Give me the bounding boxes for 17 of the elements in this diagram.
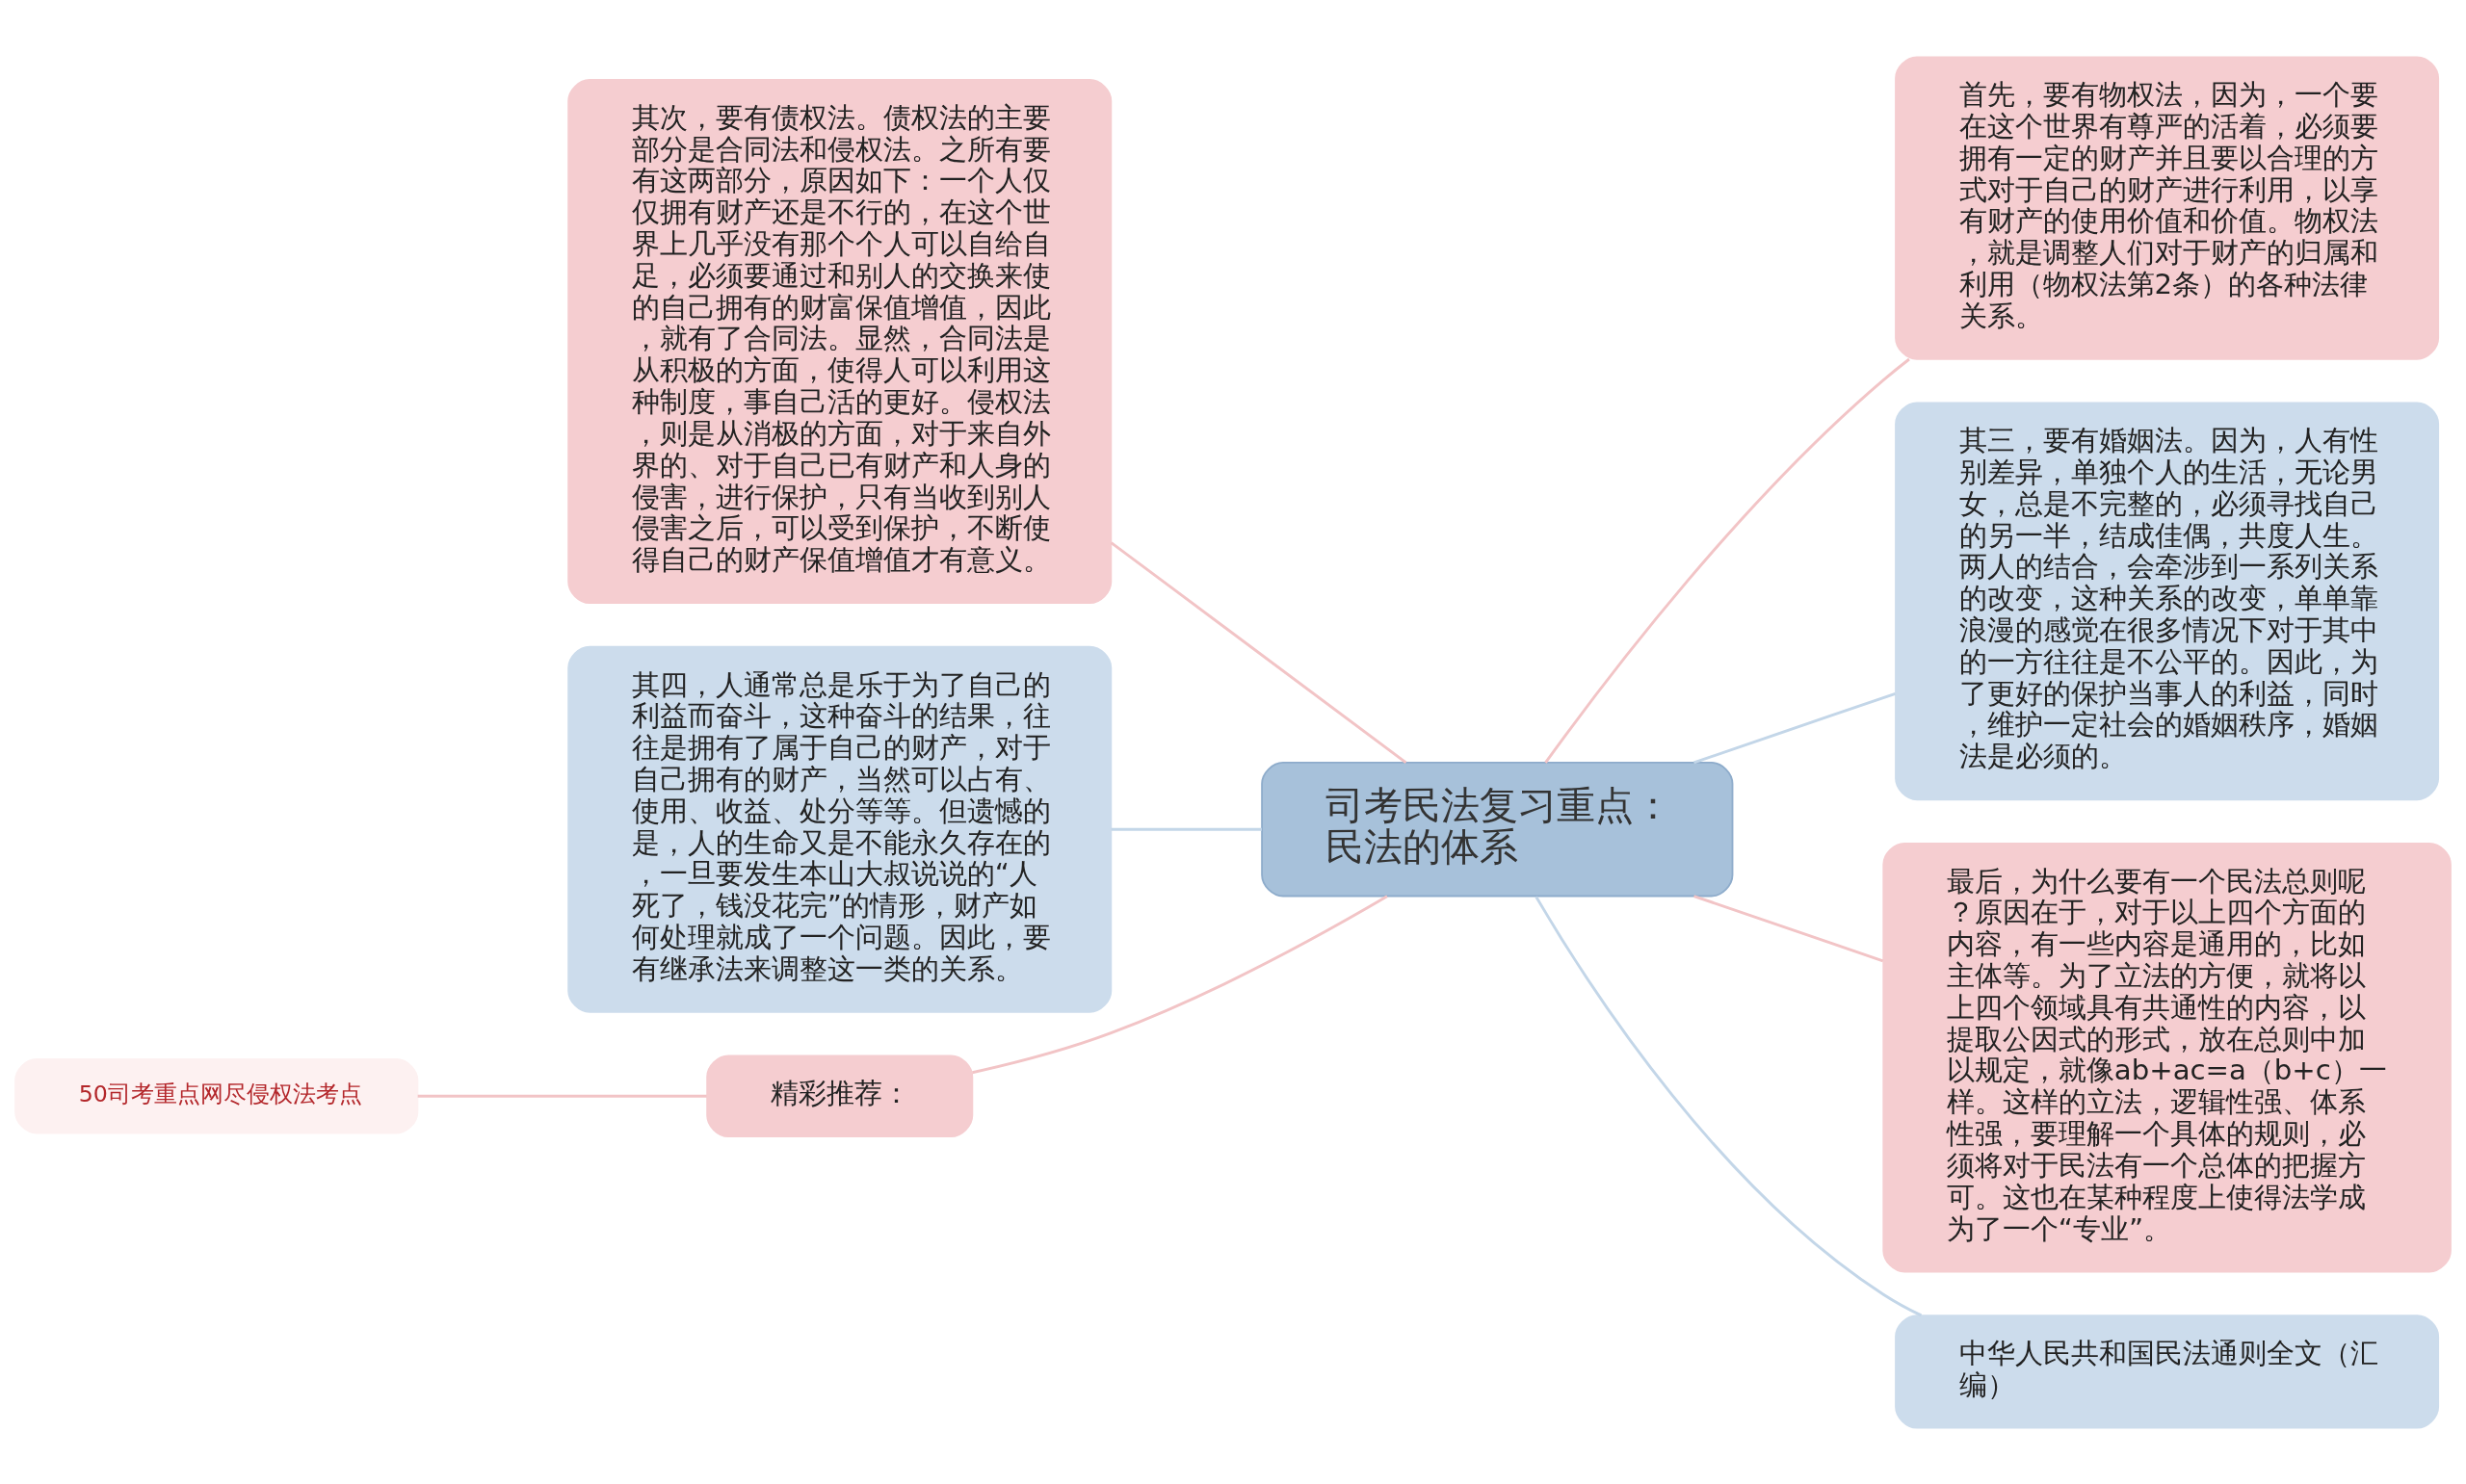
node-box: 司考民法复习重点：民法的体系 [1261,761,1734,897]
connector [1110,540,1407,764]
connector [1693,691,1897,764]
node-box: 中华人民共和国民法通则全文（汇编） [1895,1314,2440,1429]
node-box: 其四，人通常总是乐于为了自己的利益而奋斗，这种奋斗的结果，往往是拥有了属于自己的财产，对于自己拥有的财产，当然可以占有、使用、收益、处分等等。但遗憾的是，人的生命又是不能永久存在的，一旦要发生本山大叔说说的“人死了，钱没花完”的情形，财产如何处理就成了一个问题。因此，要有继承法来调整这一类的关系。 [567,645,1113,1013]
connector [1111,827,1262,831]
connector [972,895,1388,1074]
connector [1535,895,1923,1316]
node-box: 其三，要有婚姻法。因为，人有性别差异，单独个人的生活，无论男女，总是不完整的，必须寻找自己的另一半，结成佳偶，共度人生。两人的结合，会牵涉到一系列关系的改变，这种关系的改变，单单靠浪漫的感觉在很多情况下对于其中的一方往往是不公平的。因此，为了更好的保护当事人的利益，同时，维护一定社会的婚姻秩序，婚姻法是必须的。 [1895,401,2440,800]
connector [417,1094,707,1098]
node-box: 首先，要有物权法，因为，一个要在这个世界有尊严的活着，必须要拥有一定的财产并且要以合理的方式对于自己的财产进行利用，以享有财产的使用价值和价值。物权法，就是调整人们对于财产的归属和利用（物权法第2条）的各种法律关系。 [1895,55,2440,360]
connector [1693,894,1884,962]
connector [1544,357,1910,764]
node-box: 精彩推荐： [706,1054,974,1137]
node-box: 最后，为什么要有一个民法总则呢？原因在于，对于以上四个方面的内容，有一些内容是通用的，比如主体等。为了立法的方便，就将以上四个领域具有共通性的内容，以提取公因式的形式，放在总则中加以规定，就像ab+ac=a（b+c）一样。这样的立法，逻辑性强、体系性强，要理解一个具体的规则，必须将对于民法有一个总体的把握方可。这也在某种程度上使得法学成为了一个“专业”。 [1882,842,2452,1272]
node-box: 50司考重点网尽侵权法考点 [14,1057,419,1133]
node-box: 其次，要有债权法。债权法的主要部分是合同法和侵权法。之所有要有这两部分，原因如下：一个人仅仅拥有财产还是不行的，在这个世界上几乎没有那个个人可以自给自足，必须要通过和别人的交换来使的自己拥有的财富保值增值，因此，就有了合同法。显然，合同法是从积极的方面，使得人可以利用这种制度，事自己活的更好。侵权法，则是从消极的方面，对于来自外界的、对于自己已有财产和人身的侵害，进行保护，只有当收到别人侵害之后，可以受到保护，不断使得自己的财产保值增值才有意义。 [567,78,1113,604]
